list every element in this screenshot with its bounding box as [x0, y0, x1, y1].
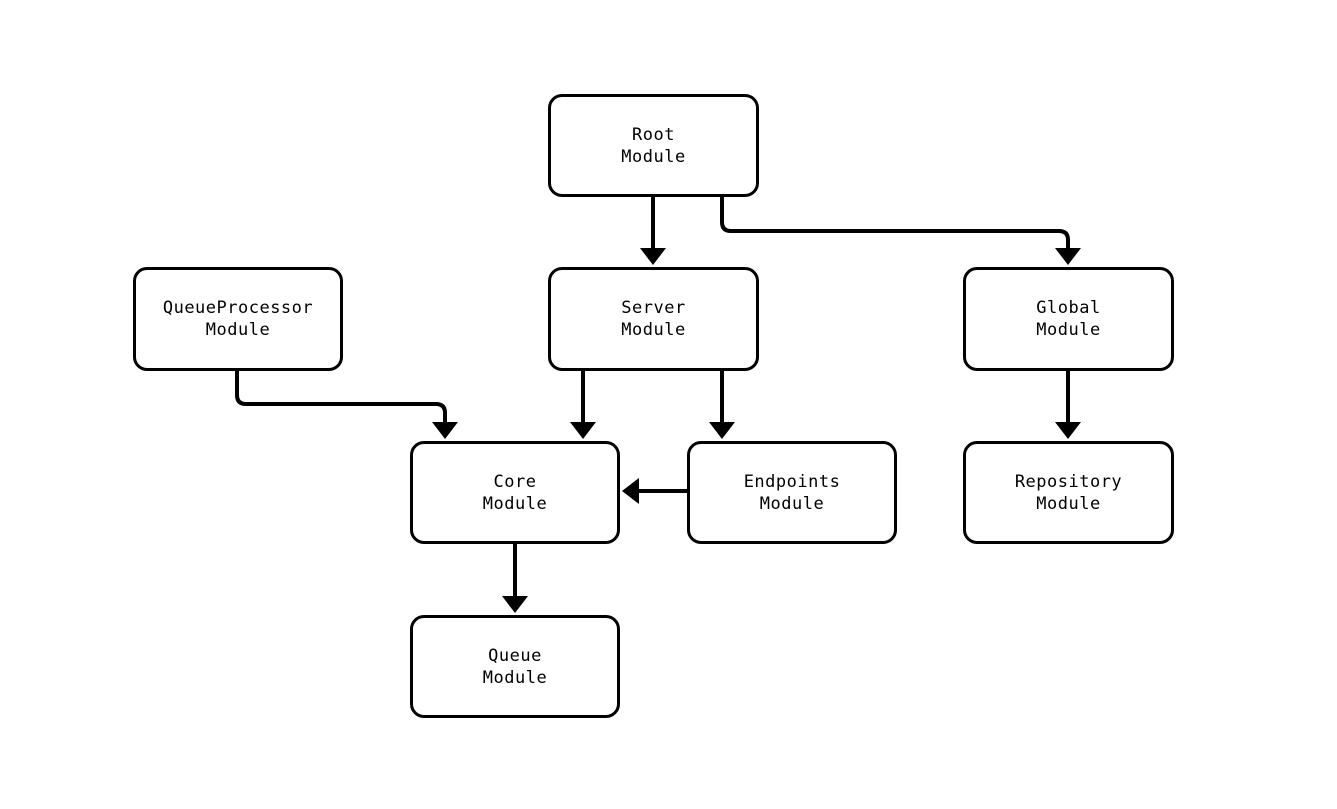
node-server-module-line1: Server — [621, 298, 686, 318]
node-repository-module-line1: Repository — [1014, 471, 1123, 492]
node-queue-module[interactable]: Queue Module — [410, 615, 620, 718]
arrowhead-endpoints-to-core — [622, 478, 639, 504]
arrowhead-queueprocessor-to-core — [432, 422, 458, 439]
edge-queueprocessor-to-core — [235, 371, 447, 430]
node-endpoints-module-line2: Module — [759, 493, 825, 514]
node-repository-module-line2: Module — [1036, 493, 1101, 514]
node-root-module-line2: Module — [621, 146, 686, 167]
node-global-module-line1: Global — [1036, 298, 1101, 318]
arrowhead-root-to-server — [640, 248, 666, 265]
node-root-module[interactable]: Root Module — [548, 94, 759, 197]
node-endpoints-module-line1: Endpoints — [743, 471, 841, 492]
node-server-module[interactable]: Server Module — [548, 267, 759, 371]
node-root-module-line1: Root — [632, 124, 675, 145]
node-core-module-line2: Module — [482, 493, 548, 514]
node-core-module[interactable]: Core Module — [410, 441, 620, 544]
node-core-module-line1: Core — [493, 471, 537, 492]
arrowhead-core-to-queue — [502, 596, 528, 613]
node-queueprocessor-module-line1: QueueProcessor — [162, 298, 314, 318]
node-endpoints-module[interactable]: Endpoints Module — [687, 441, 897, 544]
arrowhead-server-to-endpoints — [709, 422, 735, 439]
arrowhead-server-to-core — [570, 422, 596, 439]
node-queue-module-line1: Queue — [488, 645, 542, 666]
node-queueprocessor-module[interactable]: QueueProcessor Module — [133, 267, 343, 371]
node-queue-module-line2: Module — [482, 667, 548, 688]
node-server-module-line2: Module — [621, 320, 686, 340]
node-repository-module[interactable]: Repository Module — [963, 441, 1174, 544]
node-global-module-line2: Module — [1036, 320, 1101, 340]
node-queueprocessor-module-line2: Module — [205, 320, 271, 340]
arrowhead-global-to-repository — [1055, 422, 1081, 439]
edge-root-to-global — [720, 197, 1070, 256]
node-global-module[interactable]: Global Module — [963, 267, 1174, 371]
arrowhead-root-to-global — [1055, 248, 1081, 265]
